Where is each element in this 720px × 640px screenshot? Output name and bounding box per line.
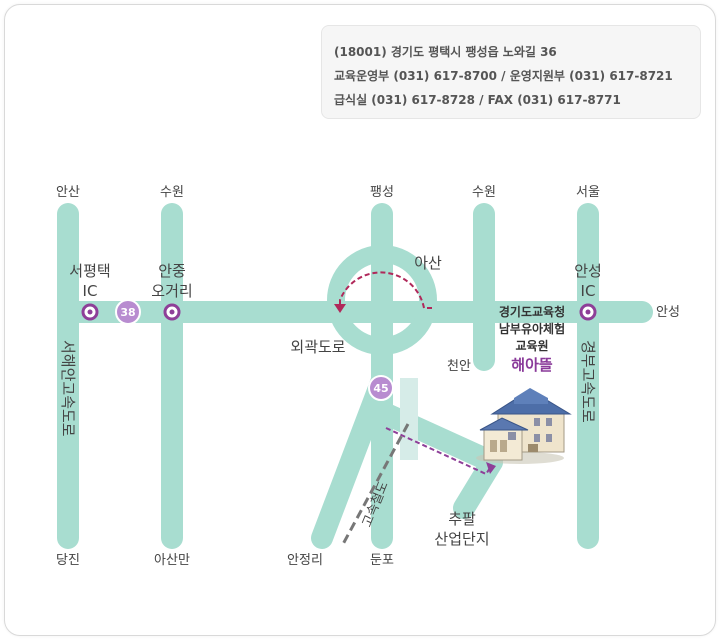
phone-line-2: 급식실 (031) 617-8728 / FAX (031) 617-8771 (334, 93, 621, 107)
ic-marker-icon (163, 303, 181, 321)
destination-brand: 해아뜰 (511, 356, 553, 374)
label-chupal-2: 산업단지 (434, 530, 489, 548)
label-gyeongbu-highway: 경부고속도로 (579, 340, 597, 423)
destination-line-2: 남부유아체험 (499, 321, 565, 336)
label-anseong-ic-2: IC (581, 282, 596, 300)
ic-marker-icon (579, 303, 597, 321)
route-45-label: 45 (373, 382, 388, 395)
rail-dash-line (340, 423, 410, 547)
label-ansan: 안산 (56, 185, 80, 200)
label-seopyeongtaek-1: 서평택 (69, 262, 110, 280)
route-path-roundabout (339, 271, 432, 309)
route-arrow-icon (334, 304, 346, 313)
interchange-panel (400, 378, 418, 460)
label-cheonan: 천안 (447, 359, 471, 374)
label-dangjin: 당진 (56, 553, 80, 568)
label-asan: 아산 (414, 254, 442, 272)
route-arrow-icon-2 (486, 462, 496, 474)
route-38-badge (115, 299, 141, 325)
destination-line-1: 경기도교육청 (499, 304, 565, 319)
label-seoul: 서울 (576, 185, 600, 200)
label-seopyeongtaek-2: IC (83, 282, 98, 300)
label-suwon-right: 수원 (472, 185, 496, 200)
label-anjung-2: 오거리 (151, 282, 192, 300)
label-west-coast-highway: 서해안고속도로 (59, 340, 77, 437)
road-anjeongri (311, 369, 393, 549)
label-suwon-left: 수원 (160, 185, 184, 200)
phone-line-1: 교육운영부 (031) 617-8700 / 운영지원부 (031) 617-8… (334, 69, 673, 83)
label-asanman: 아산만 (154, 553, 190, 568)
building-icon (476, 388, 572, 464)
address-box: (18001) 경기도 평택시 팽성읍 노와길 36 교육운영부 (031) 6… (321, 25, 701, 119)
label-anseong-right: 안성 (656, 305, 680, 320)
label-chupal-1: 추팔 (448, 510, 476, 528)
label-dunpo: 둔포 (370, 553, 394, 568)
label-anjeongri: 안정리 (287, 553, 323, 568)
route-path-destination (385, 427, 491, 476)
label-paengseong: 팽성 (370, 185, 394, 200)
road-chupal-down (453, 451, 503, 519)
route-45-badge (368, 375, 394, 401)
route-38-label: 38 (120, 306, 135, 319)
label-anseong-ic-1: 안성 (574, 262, 602, 280)
label-anjung-1: 안중 (158, 262, 186, 280)
road-chupal-diag (371, 401, 503, 473)
label-outer-ring-road: 외곽도로 (290, 338, 345, 356)
address-line: (18001) 경기도 평택시 팽성읍 노와길 36 (334, 45, 557, 59)
ic-marker-icon (81, 303, 99, 321)
destination-line-3: 교육원 (515, 338, 548, 353)
roundabout (327, 245, 437, 355)
